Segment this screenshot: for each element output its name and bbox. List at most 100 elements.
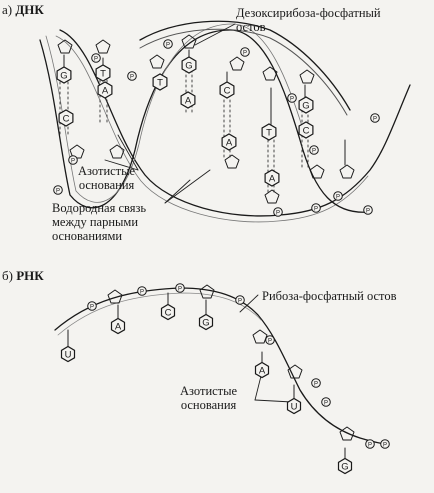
dna-base-C: C: [219, 81, 235, 99]
hbond-label: Водородная связь между парными основания…: [52, 201, 147, 243]
base-letter: U: [291, 402, 298, 413]
base-letter: T: [100, 69, 106, 80]
phosphate-letter: P: [71, 159, 75, 165]
dna-base-T: T: [261, 123, 277, 141]
dna-base-T: T: [95, 64, 111, 82]
rna-phosphate: P: [87, 301, 97, 311]
dna-strand-1-shadow: [55, 35, 369, 223]
dna-phosphate: P: [91, 53, 101, 63]
base-rungs: [63, 49, 346, 166]
phosphate-letter: P: [178, 287, 182, 293]
rna-strand: [54, 287, 386, 445]
dna-base-A: A: [264, 169, 280, 187]
base-letter: A: [115, 322, 122, 333]
phosphate-letter: P: [368, 443, 372, 449]
dna-backbone-top: [139, 20, 351, 111]
dna-phosphate: P: [163, 39, 173, 49]
base-letter: A: [102, 86, 109, 97]
dna-base-C: C: [298, 121, 314, 139]
rna-base-A: A: [254, 361, 270, 379]
phosphate-letter: P: [166, 43, 170, 49]
dna-phosphate: P: [273, 207, 283, 217]
rna-phosphate: P: [321, 397, 331, 407]
phosphate-letter: P: [90, 305, 94, 311]
dna-phosphate: P: [363, 205, 373, 215]
panel-b-title: РНК: [16, 268, 44, 283]
phosphate-letter: P: [324, 401, 328, 407]
rna-base-C: C: [160, 303, 176, 321]
dna-phosphate: P: [333, 191, 343, 201]
dna-phosphate: P: [53, 185, 63, 195]
rna-strand-shadow: [57, 292, 262, 336]
base-letter: A: [226, 138, 233, 149]
base-letter: G: [60, 71, 67, 82]
rna-phosphate: P: [137, 286, 147, 296]
rna-backbone-label: Рибоза-фосфатный остов: [262, 289, 397, 303]
rna-base-G: G: [198, 313, 214, 331]
dna-phosphate: P: [127, 71, 137, 81]
base-letter: G: [202, 318, 209, 329]
rna-phosphate: P: [311, 378, 321, 388]
base-letter: C: [224, 86, 231, 97]
rna-phosphate: P: [365, 439, 375, 449]
base-letter: U: [65, 350, 72, 361]
dna-base-A: A: [180, 91, 196, 109]
dna-strand-2-shadow: [45, 23, 306, 203]
rna-phosphate: P: [380, 439, 390, 449]
dna-phosphate: P: [287, 93, 297, 103]
dna-base-G: G: [181, 56, 197, 74]
panel-b-label: б) РНК: [2, 268, 44, 284]
rna-base-G: G: [337, 457, 353, 475]
panel-b-marker: б): [2, 268, 13, 283]
base-letter: C: [303, 126, 310, 137]
phosphate-letter: P: [314, 207, 318, 213]
rna-phosphate: P: [235, 295, 245, 305]
dna-base-A: A: [221, 133, 237, 151]
phosphate-letter: P: [290, 97, 294, 103]
phosphate-letter: P: [373, 117, 377, 123]
phosphate-letter: P: [366, 209, 370, 215]
phosphates-layer: P P P P P P P P P P P P P P P P P P P P P P: [53, 39, 390, 449]
phosphate-letter: P: [56, 189, 60, 195]
base-letter: C: [165, 308, 172, 319]
dna-phosphate: P: [370, 113, 380, 123]
rna-phosphate: P: [265, 335, 275, 345]
phosphate-letter: P: [276, 211, 280, 217]
phosphate-letter: P: [312, 149, 316, 155]
phosphate-letter: P: [94, 57, 98, 63]
dna-backbone-top-2: [139, 28, 348, 116]
phosphate-letter: P: [336, 195, 340, 201]
rna-base-U: U: [286, 397, 302, 415]
phosphate-letter: P: [130, 75, 134, 81]
panel-a-title: ДНК: [15, 2, 44, 17]
dna-backbone-label: Дезоксирибоза-фосфатный остов: [236, 6, 381, 34]
panel-a-label: а) ДНК: [2, 2, 44, 18]
rna-phosphate: P: [175, 283, 185, 293]
dna-base-A: A: [97, 81, 113, 99]
phosphate-letter: P: [238, 299, 242, 305]
dna-phosphate: P: [68, 155, 78, 165]
dna-base-G: G: [56, 66, 72, 84]
base-letter: G: [302, 101, 309, 112]
base-letter: T: [157, 78, 163, 89]
panel-a-marker: а): [2, 2, 13, 17]
phosphate-letter: P: [243, 51, 247, 57]
phosphate-letter: P: [383, 443, 387, 449]
phosphate-letter: P: [268, 339, 272, 345]
dna-phosphate: P: [309, 145, 319, 155]
dna-strand-1: [59, 29, 411, 217]
base-letter: G: [185, 61, 192, 72]
dna-base-C: C: [58, 109, 74, 127]
rna-bases-label: Азотистые основания: [180, 384, 238, 412]
base-letter: C: [63, 114, 70, 125]
rna-sugars: [107, 284, 355, 441]
dna-phosphate: P: [240, 47, 250, 57]
base-letter: A: [185, 96, 192, 107]
dna-phosphate: P: [311, 203, 321, 213]
base-letter: T: [266, 128, 272, 139]
phosphate-letter: P: [140, 290, 144, 296]
dna-base-G: G: [298, 96, 314, 114]
dna-bases-label: Азотистые основания: [78, 164, 136, 192]
